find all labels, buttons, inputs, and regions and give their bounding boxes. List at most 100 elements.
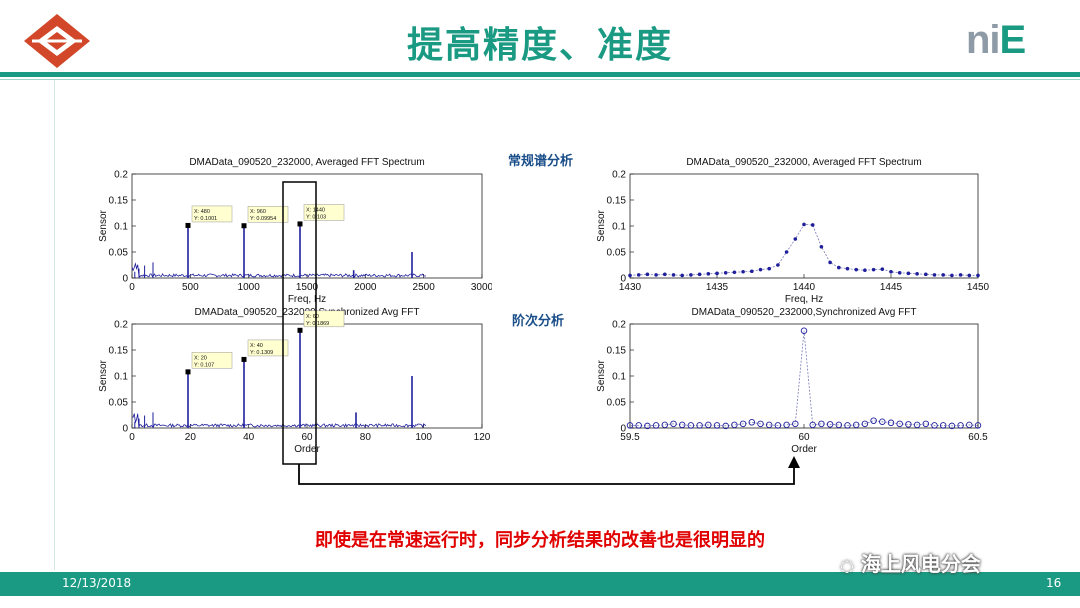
y-axis-label: Sensor — [98, 359, 109, 391]
data-point — [966, 421, 973, 429]
data-point — [852, 421, 860, 429]
noise-floor-series — [131, 262, 427, 278]
data-point — [628, 273, 632, 278]
datatip-box — [247, 205, 289, 223]
datatip-marker — [185, 369, 191, 375]
data-point — [661, 421, 669, 429]
data-point — [802, 222, 806, 227]
y-tick-label: 0.1 — [114, 222, 128, 233]
data-point — [861, 420, 869, 428]
data-point — [774, 422, 782, 429]
data-point — [976, 273, 980, 278]
data-point — [645, 272, 650, 277]
x-tick-label: 59.5 — [620, 432, 640, 443]
data-point — [792, 420, 799, 428]
x-tick-label: 40 — [243, 432, 255, 443]
data-point — [809, 421, 816, 429]
footer-date: 12/13/2018 — [62, 576, 132, 590]
slide-caption: 即使是在常速运行时，同步分析结果的改善也是很明显的 — [315, 530, 765, 551]
data-point — [732, 270, 737, 275]
data-point — [652, 422, 660, 429]
data-point — [800, 327, 808, 335]
fft-spectrum-zoom-chart: DMAData_090520_232000, Averaged FFT Spec… — [596, 157, 990, 305]
x-tick-label: 120 — [474, 432, 491, 443]
data-point — [913, 421, 921, 429]
y-tick-label: 0.15 — [607, 196, 627, 207]
data-point — [871, 267, 876, 272]
y-tick-label: 0.2 — [114, 320, 128, 331]
data-point — [671, 273, 676, 277]
x-tick-label: 2500 — [413, 282, 436, 293]
data-point — [810, 223, 815, 227]
data-point — [696, 422, 703, 429]
sync-avg-fft-chart: DMAData_090520_232000,Synchronized Avg F… — [98, 307, 491, 455]
x-tick-label: 500 — [182, 282, 199, 293]
data-point — [837, 265, 841, 270]
y-tick-label: 0.05 — [607, 398, 627, 409]
x-tick-label: 20 — [185, 432, 197, 443]
data-point — [905, 421, 912, 428]
plot-area — [629, 323, 979, 429]
company-logo — [22, 12, 92, 70]
data-point — [819, 245, 824, 249]
data-point — [626, 422, 634, 429]
data-point — [828, 260, 832, 265]
datatip-marker — [297, 327, 303, 333]
x-tick-label: 1000 — [238, 282, 261, 293]
data-point — [670, 420, 677, 428]
data-point — [939, 422, 947, 429]
data-point — [915, 272, 919, 276]
x-axis-label: Order — [791, 444, 817, 455]
y-tick-label: 0.15 — [109, 346, 129, 357]
nie-logo: niE — [966, 18, 1026, 62]
x-tick-label: 0 — [129, 432, 135, 443]
datatip-x: X: 40 — [250, 343, 263, 349]
highlight-box — [282, 181, 317, 465]
data-point — [757, 420, 764, 428]
data-point — [897, 271, 902, 275]
datatip-marker — [185, 222, 191, 228]
data-point — [758, 267, 763, 272]
data-point — [784, 250, 789, 254]
arrow-head — [788, 456, 800, 468]
chart-title: DMAData_090520_232000, Averaged FFT Spec… — [189, 157, 424, 168]
datatip-x: X: 480 — [194, 209, 210, 215]
y-tick-label: 0.05 — [109, 398, 129, 409]
y-tick-label: 0.2 — [612, 320, 626, 331]
y-tick-label: 0.2 — [114, 170, 128, 181]
data-point — [748, 419, 756, 426]
y-tick-label: 0.05 — [109, 248, 129, 259]
datatip-x: X: 960 — [250, 209, 266, 215]
footer-bar — [0, 572, 1080, 596]
y-tick-label: 0 — [620, 274, 626, 285]
data-point — [663, 272, 667, 277]
data-point — [713, 422, 721, 429]
x-tick-label: 100 — [415, 432, 432, 443]
connector-arrow — [298, 464, 795, 485]
x-tick-label: 1450 — [967, 282, 990, 293]
slide-title: 提高精度、准度 — [406, 25, 673, 66]
x-tick-label: 0 — [129, 282, 135, 293]
x-tick-label: 60.5 — [968, 432, 988, 443]
data-point — [750, 269, 754, 274]
data-point — [767, 266, 771, 271]
x-tick-label: 60 — [301, 432, 313, 443]
y-tick-label: 0 — [122, 274, 128, 285]
data-point — [741, 269, 745, 274]
datatip-marker — [241, 356, 247, 362]
section-label-regular: 常规谱分析 — [508, 154, 574, 169]
y-tick-label: 0.1 — [612, 222, 626, 233]
data-point — [932, 273, 937, 277]
data-point — [783, 421, 790, 429]
data-point — [739, 420, 747, 428]
datatip-y: Y: 0.1001 — [194, 216, 217, 222]
data-point — [974, 422, 982, 429]
data-point — [793, 237, 798, 241]
y-tick-label: 0 — [122, 424, 128, 435]
y-tick-label: 0 — [620, 424, 626, 435]
datatip-x: X: 60 — [306, 314, 319, 320]
y-axis-label: Sensor — [596, 359, 607, 391]
data-point — [654, 273, 658, 277]
data-point — [889, 269, 893, 274]
y-tick-label: 0.1 — [114, 372, 128, 383]
